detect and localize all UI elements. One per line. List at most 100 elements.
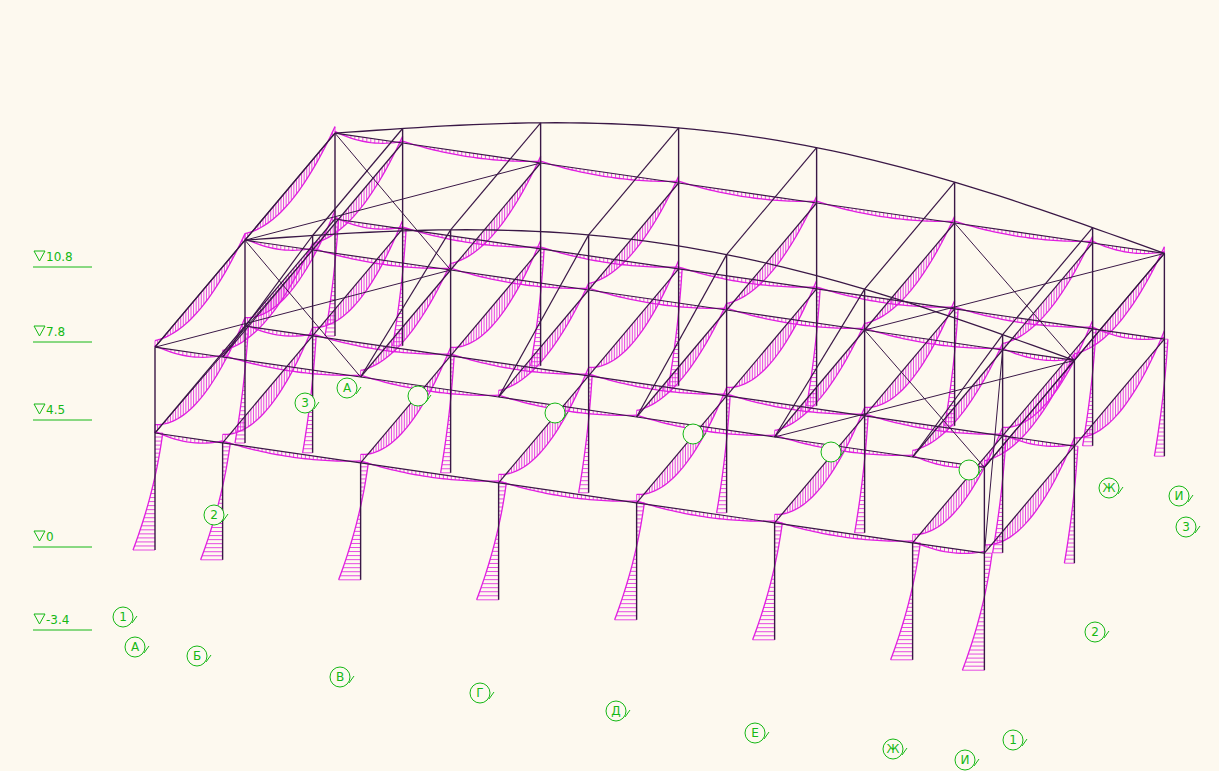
beam	[499, 397, 637, 417]
axis-label: Г	[469, 682, 491, 704]
axis-label: 2	[1084, 621, 1106, 643]
moment-diagram	[1154, 339, 1168, 456]
column	[360, 463, 361, 580]
axis-label: 2	[203, 504, 225, 526]
level-line	[33, 342, 92, 343]
beam	[541, 249, 679, 269]
beam	[775, 523, 913, 543]
level-line	[33, 420, 92, 421]
column	[726, 255, 727, 513]
column	[678, 128, 679, 386]
beam	[1003, 228, 1093, 335]
axis-bubble: И	[954, 749, 976, 771]
brace	[335, 133, 451, 270]
moment-diagram	[865, 300, 955, 415]
beam	[451, 356, 589, 376]
moment-diagrams	[133, 127, 1168, 671]
axis-tick	[563, 412, 568, 419]
axis-label: 3	[294, 392, 316, 414]
axis-label: В	[329, 666, 351, 688]
moment-diagram	[717, 396, 731, 513]
beam	[1003, 436, 1075, 446]
axis-tick	[701, 433, 706, 440]
beam	[223, 443, 361, 463]
beam	[775, 416, 865, 523]
moment-diagram	[361, 375, 499, 397]
arch	[245, 230, 1074, 361]
beam	[499, 290, 589, 397]
axis-tick	[977, 469, 982, 476]
column	[1164, 253, 1165, 456]
moment-diagram	[637, 303, 727, 417]
moment-diagram	[669, 269, 683, 386]
beam	[223, 357, 361, 377]
moment-diagram	[541, 161, 679, 183]
axis-bubble: А	[124, 636, 146, 658]
column	[1074, 360, 1075, 563]
level-mark: 4.5	[46, 403, 65, 417]
axis-circle	[545, 403, 565, 423]
beam	[245, 326, 313, 336]
beam	[1093, 243, 1165, 253]
axis-circle	[683, 424, 703, 444]
moment-diagram	[775, 323, 865, 437]
moment-diagram	[133, 433, 163, 550]
moment-diagram	[155, 431, 223, 443]
beam	[865, 330, 1003, 350]
beam	[451, 163, 541, 270]
axis-label: Ж	[1098, 477, 1120, 499]
beam	[984, 360, 1074, 467]
axis-bubble: 3	[294, 392, 316, 414]
level-line	[33, 547, 92, 548]
moment-diagram	[1074, 247, 1164, 361]
beam	[984, 446, 1074, 553]
beam	[637, 396, 727, 503]
moment-diagram	[1003, 348, 1075, 360]
axis-bubble: А	[336, 377, 358, 399]
beam	[451, 249, 541, 356]
moment-diagram	[637, 501, 775, 523]
beam	[865, 309, 955, 416]
moment-diagram	[335, 131, 403, 143]
moment-diagram	[361, 347, 451, 462]
beam	[155, 240, 245, 347]
moment-diagram	[962, 553, 992, 670]
moment-diagram	[945, 309, 959, 426]
beam	[679, 183, 817, 203]
moment-diagram	[1003, 434, 1075, 446]
frame-lines	[155, 123, 1164, 670]
axis-label: Д	[605, 700, 627, 722]
beam	[817, 203, 955, 223]
beam	[361, 377, 499, 397]
moment-diagram	[245, 324, 313, 336]
level-mark: 7.8	[46, 325, 65, 339]
beam	[499, 376, 589, 483]
level-triangle	[34, 251, 45, 261]
axis-label: 1	[112, 606, 134, 628]
moment-diagram	[531, 249, 545, 366]
column	[588, 235, 589, 493]
moment-diagram	[361, 461, 499, 483]
moment-diagram	[1003, 320, 1093, 435]
moment-diagram	[891, 543, 921, 660]
beam	[913, 436, 1003, 543]
moment-diagram	[451, 240, 541, 355]
level-mark: 10.8	[46, 250, 73, 264]
beam	[679, 269, 817, 289]
beam	[913, 543, 985, 553]
beam	[817, 289, 955, 309]
moment-diagram	[775, 521, 913, 543]
axis-label: А	[336, 377, 358, 399]
moment-diagram	[223, 327, 313, 442]
beam	[403, 229, 541, 249]
beam	[589, 376, 727, 396]
beam	[1003, 329, 1093, 436]
column	[498, 483, 499, 600]
moment-diagram	[477, 483, 507, 600]
beam	[1074, 253, 1164, 360]
moment-diagram	[579, 376, 593, 493]
arch	[335, 123, 1164, 254]
axis-bubble: 1	[1002, 729, 1024, 751]
beam	[499, 483, 637, 503]
level-triangle	[34, 326, 45, 336]
